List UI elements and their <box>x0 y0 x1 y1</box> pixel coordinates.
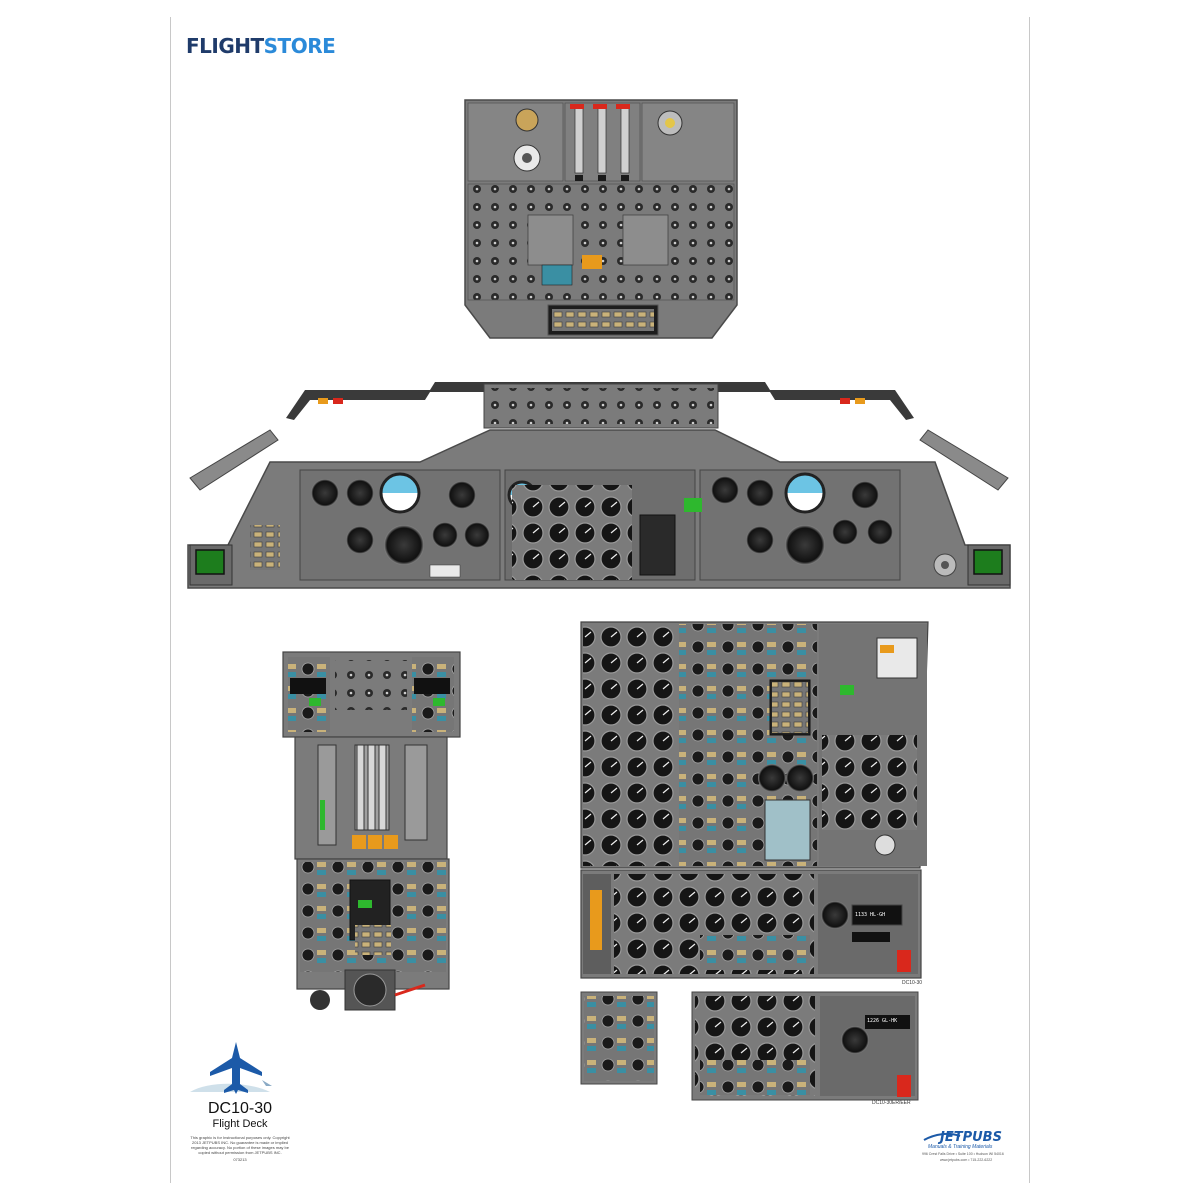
product-code: 073213 <box>233 1157 247 1162</box>
aircraft-type-title: DC10-30 <box>207 1100 273 1117</box>
jetpubs-address: 996 Crest Falls Drive • Suite 100 • Huds… <box>922 1152 1004 1156</box>
glareshield <box>189 382 1009 491</box>
main-instrument-panel <box>187 429 1011 589</box>
logo-store-text: STORE <box>263 34 336 58</box>
center-pedestal <box>282 651 461 1011</box>
registration-readout-2: 1226 GL-HK <box>867 1018 898 1024</box>
engineer-panel-caption: DC10-30 <box>902 980 923 986</box>
flightstore-logo: FLIGHTSTORE <box>186 34 336 58</box>
registration-readout-1: 1133 HL-GH <box>855 912 886 918</box>
jetpubs-tagline: Manuals & Training Materials <box>928 1144 993 1150</box>
overhead-panel <box>464 99 738 339</box>
logo-flight-text: FLIGHT <box>186 34 264 58</box>
poster-subtitle: Flight Deck <box>212 1118 268 1130</box>
jetpubs-swoosh-icon <box>923 1132 961 1141</box>
flight-engineer-panel <box>580 621 929 1101</box>
engineer-panel-er-caption: DC10-30ER/EER <box>872 1100 911 1106</box>
aircraft-logo <box>190 1042 272 1094</box>
copyright-note: This graphic is for Instructional purpos… <box>190 1135 290 1155</box>
jetpubs-logo: JETPUBS <box>940 1130 1002 1145</box>
jetpubs-website: www.jetpubs.com • 715-222-6222 <box>940 1158 993 1162</box>
